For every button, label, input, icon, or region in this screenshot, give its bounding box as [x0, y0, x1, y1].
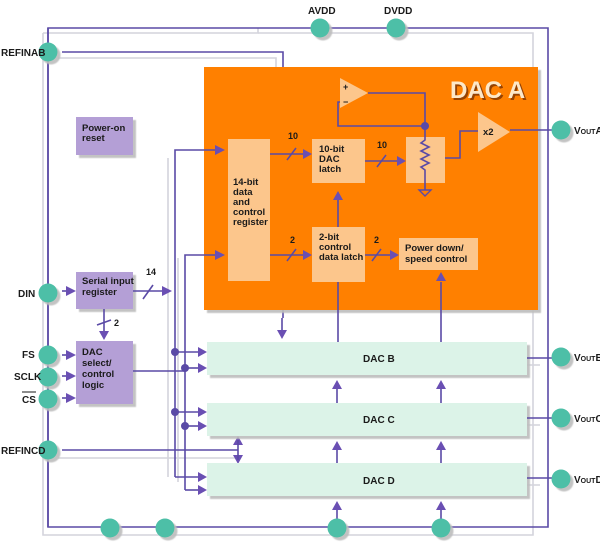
resistor-string [406, 126, 478, 197]
cs-label: CS [22, 395, 36, 406]
refincd-wire [62, 436, 243, 464]
refinab-label: REFINAB [1, 48, 45, 59]
vouta-pin[interactable] [551, 120, 571, 140]
refincd-pin[interactable] [38, 440, 58, 460]
svg-text:DAC: DAC [319, 154, 340, 165]
sclk-pin[interactable] [38, 367, 58, 387]
vouta-label: VOUTA [574, 126, 600, 137]
dac-d-channel: DAC D [207, 463, 527, 496]
svg-text:and: and [233, 197, 250, 208]
dac-b-channel: DAC B [207, 342, 527, 375]
svg-text:speed control: speed control [405, 254, 467, 265]
svg-text:2: 2 [290, 235, 295, 245]
svg-text:control: control [82, 369, 114, 380]
voutc-label: VOUTC [574, 414, 600, 425]
dac-a-internal-wires: 10 10 2 2 [270, 131, 406, 342]
voutb-pin[interactable] [551, 347, 571, 367]
pin-labels: AVDD DVDD REFINAB DIN FS SCLK CS REFINCD… [1, 6, 600, 486]
avdd-pin[interactable] [310, 18, 330, 38]
dac-c-channel: DAC C [207, 403, 527, 436]
svg-text:DAC: DAC [82, 347, 103, 358]
svg-text:control: control [319, 242, 351, 253]
control-data-latch: 2-bit control data latch [312, 227, 365, 282]
svg-text:register: register [82, 287, 117, 298]
ghost-traces [42, 28, 540, 536]
svg-text:10-bit: 10-bit [319, 144, 345, 155]
dac-latch: 10-bit DAC latch [312, 139, 365, 183]
svg-text:−: − [343, 97, 348, 107]
ground-icon [417, 189, 433, 197]
data-control-register: 14-bit data and control register [228, 139, 270, 281]
svg-text:DAC D: DAC D [363, 476, 395, 487]
bottom-pin-3[interactable] [327, 518, 347, 538]
svg-text:10: 10 [288, 131, 298, 141]
sclk-label: SCLK [14, 372, 42, 383]
voutd-pin[interactable] [551, 469, 571, 489]
data-distribution-bus [133, 145, 225, 495]
refincd-label: REFINCD [1, 446, 45, 457]
svg-text:data latch: data latch [319, 252, 364, 263]
voutd-label: VOUTD [574, 475, 600, 486]
svg-text:data: data [233, 187, 253, 198]
svg-text:control: control [233, 207, 265, 218]
din-pin[interactable] [38, 283, 58, 303]
svg-text:14-bit: 14-bit [233, 177, 259, 188]
dvdd-label: DVDD [384, 6, 412, 17]
serial-input-register-block: Serial input register [76, 272, 135, 309]
fs-label: FS [22, 350, 35, 361]
voutc-pin[interactable] [551, 408, 571, 428]
dac-a-title: DAC A [450, 77, 525, 104]
svg-text:+: + [343, 82, 348, 92]
refinab-pin[interactable] [38, 42, 58, 62]
svg-text:Power down/: Power down/ [405, 243, 464, 254]
svg-text:10: 10 [377, 140, 387, 150]
svg-text:x2: x2 [483, 127, 494, 138]
avdd-label: AVDD [308, 6, 336, 17]
svg-text:logic: logic [82, 380, 104, 391]
svg-text:select/: select/ [82, 358, 112, 369]
bottom-pin-2[interactable] [155, 518, 175, 538]
svg-text:2: 2 [114, 318, 119, 328]
svg-text:reset: reset [82, 133, 106, 144]
svg-text:2-bit: 2-bit [319, 232, 340, 243]
gain-amplifier: x2 [478, 112, 556, 152]
pins [38, 18, 571, 538]
svg-text:DAC C: DAC C [363, 415, 395, 426]
channel-control-arrows [277, 272, 556, 527]
svg-text:latch: latch [319, 164, 341, 175]
power-on-reset-block: Power-on reset [76, 117, 133, 155]
svg-text:14: 14 [146, 267, 156, 277]
svg-text:Power-on: Power-on [82, 123, 125, 134]
svg-text:Serial input: Serial input [82, 276, 135, 287]
dac-select-control-logic-block: DAC select/ control logic [76, 341, 133, 404]
resistor-icon [419, 126, 431, 190]
dvdd-pin[interactable] [386, 18, 406, 38]
svg-text:register: register [233, 217, 268, 228]
bottom-pin-4[interactable] [431, 518, 451, 538]
svg-text:DAC B: DAC B [363, 354, 395, 365]
din-label: DIN [18, 289, 35, 300]
fs-pin[interactable] [38, 345, 58, 365]
bottom-pin-1[interactable] [100, 518, 120, 538]
cs-pin[interactable] [38, 389, 58, 409]
input-pin-wires [62, 286, 76, 403]
serial-register-wires: 14 2 [96, 267, 172, 340]
power-down-control: Power down/ speed control [399, 238, 478, 270]
voutb-label: VOUTB [574, 353, 600, 364]
svg-text:2: 2 [374, 235, 379, 245]
